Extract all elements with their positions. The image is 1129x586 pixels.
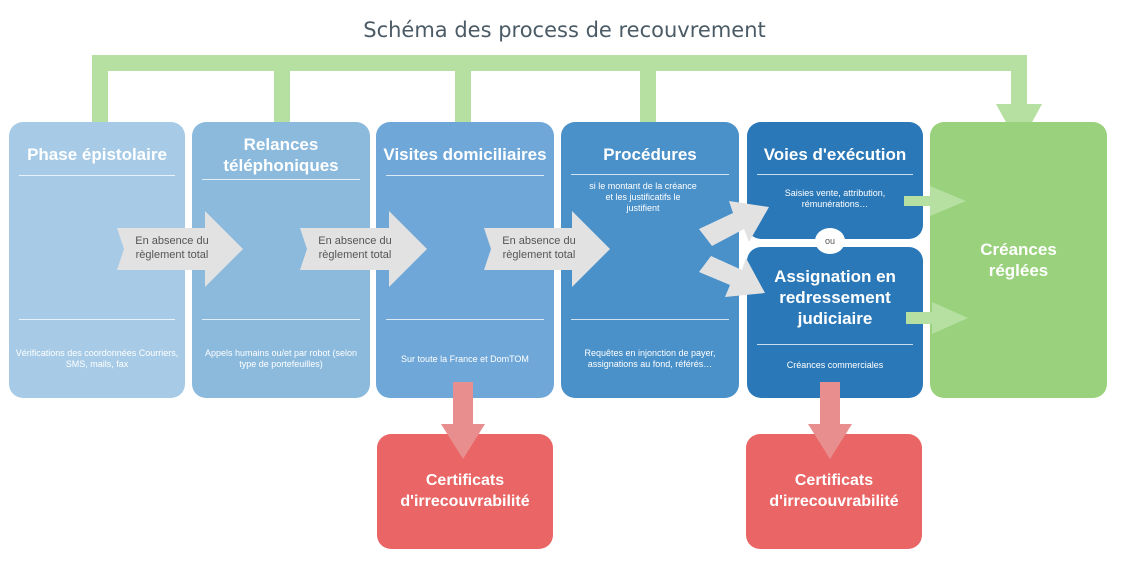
assignation-title: Assignation en redressement judiciaire [774, 267, 896, 328]
assignation-detail: Créances commerciales [786, 360, 884, 370]
phase-detail: Requêtes en injonction de payer, assigna… [584, 348, 716, 369]
green-drop-3 [455, 55, 471, 131]
phase-detail: Appels humains ou/et par robot (selon ty… [204, 348, 358, 369]
green-arrow-to-final-1 [904, 186, 966, 216]
flow-arrow-3 [484, 211, 610, 287]
flow-label-1: En absence du règlement total [135, 235, 209, 261]
green-drop-1 [92, 55, 108, 131]
divider [757, 344, 913, 345]
red-arrow-1 [441, 382, 485, 459]
green-arrow-to-final-2 [906, 302, 968, 334]
certificat-card-2: Certificats d'irrecouvrabilité [746, 434, 922, 549]
phase-title: Phase épistolaire [27, 145, 167, 164]
divider [202, 319, 360, 320]
divider [19, 175, 175, 176]
divider [757, 174, 913, 175]
green-drop-5 [1011, 55, 1027, 105]
diagram-title: Schéma des process de recouvrement [363, 18, 766, 42]
flow-arrow-2 [300, 211, 427, 287]
red-arrow-2 [808, 382, 852, 459]
flow-label-3: En absence du règlement total [502, 235, 576, 261]
flow-arrow-1 [117, 211, 243, 287]
certificat-title: Certificats d'irrecouvrabilité [769, 472, 899, 510]
divider [19, 319, 175, 320]
phase-detail: Vérifications des coordonnées Courriers,… [15, 348, 179, 369]
phase-title: Visites domiciliaires [383, 145, 547, 164]
voies-title: Voies d'exécution [763, 145, 907, 164]
phase-detail: Sur toute la France et DomTOM [401, 354, 529, 364]
divider [386, 175, 544, 176]
branch-arrow-up [699, 201, 769, 246]
divider [571, 174, 729, 175]
phase-title: Procédures [603, 145, 697, 164]
divider [202, 179, 360, 180]
divider [571, 319, 729, 320]
creances-reglees-card: Créances réglées [930, 122, 1107, 398]
green-drop-4 [640, 55, 656, 131]
green-bracket [92, 55, 1042, 146]
voies-detail: Saisies vente, attribution, rémunération… [784, 188, 886, 209]
divider [386, 319, 544, 320]
phase-title: Relances téléphoniques [223, 135, 339, 175]
final-title: Créances réglées [980, 240, 1057, 280]
flow-label-2: En absence du règlement total [318, 235, 392, 261]
assignation-card: Assignation en redressement judiciaire C… [747, 247, 923, 398]
or-badge: ou [815, 228, 845, 254]
voies-execution-card: Voies d'exécution Saisies vente, attribu… [747, 122, 923, 239]
phase-note: si le montant de la créance et les justi… [589, 181, 697, 213]
green-bracket-bar [92, 55, 1027, 71]
certificat-title: Certificats d'irrecouvrabilité [400, 472, 530, 510]
green-drop-2 [274, 55, 290, 125]
branch-arrow-down [699, 256, 765, 297]
